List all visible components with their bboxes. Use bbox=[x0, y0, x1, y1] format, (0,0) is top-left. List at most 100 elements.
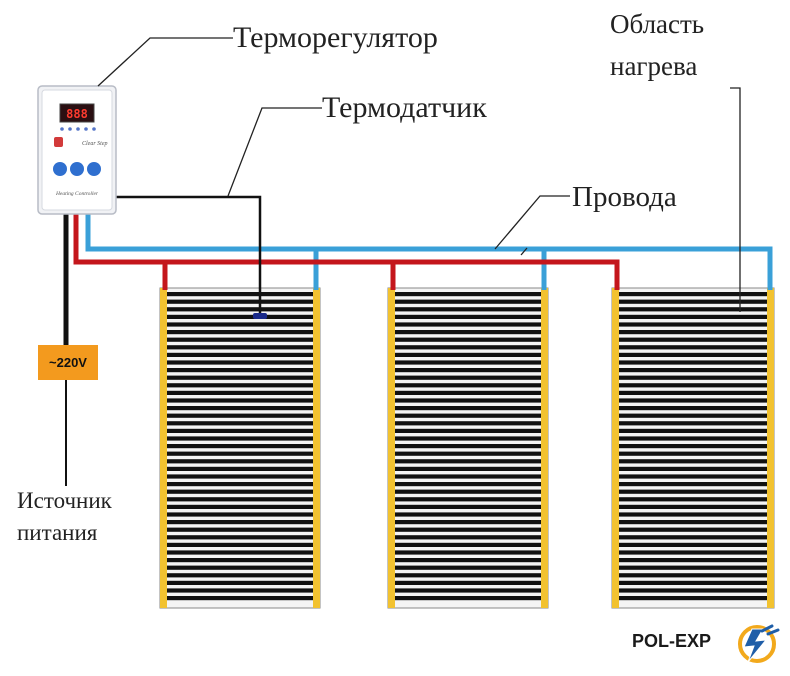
heating-stripe bbox=[167, 527, 313, 532]
heating-stripe bbox=[167, 504, 313, 509]
panel-1-right-busbar bbox=[313, 288, 320, 608]
heating-stripe bbox=[167, 421, 313, 426]
heating-stripe bbox=[619, 588, 767, 593]
heating-stripe bbox=[167, 558, 313, 563]
heating-stripe bbox=[395, 299, 541, 304]
heating-stripe bbox=[395, 573, 541, 578]
power-box bbox=[38, 345, 98, 380]
heating-stripe bbox=[395, 474, 541, 479]
svg-text:Heating Controller: Heating Controller bbox=[55, 191, 99, 197]
thermostat-button-3 bbox=[87, 162, 101, 176]
heating-stripe bbox=[395, 307, 541, 312]
heating-stripe bbox=[395, 390, 541, 395]
heating-stripe bbox=[619, 451, 767, 456]
heating-stripe bbox=[395, 345, 541, 350]
heating-stripe bbox=[395, 596, 541, 601]
heating-stripe bbox=[619, 466, 767, 471]
heating-stripes bbox=[619, 292, 767, 601]
heating-stripe bbox=[395, 588, 541, 593]
heating-stripe bbox=[395, 406, 541, 411]
heating-stripe bbox=[167, 307, 313, 312]
heating-area-label-line1: Область bbox=[610, 9, 704, 39]
power-source-label-line1: Источник bbox=[17, 488, 113, 513]
heating-stripe bbox=[167, 360, 313, 365]
heating-stripe bbox=[395, 314, 541, 319]
heating-stripe bbox=[167, 436, 313, 441]
heating-stripe bbox=[395, 436, 541, 441]
heating-stripe bbox=[395, 337, 541, 342]
panel-3-left-busbar bbox=[612, 288, 619, 608]
heating-stripe bbox=[619, 596, 767, 601]
heating-stripe bbox=[395, 527, 541, 532]
heating-stripe bbox=[167, 368, 313, 373]
heating-stripes bbox=[167, 292, 313, 601]
heating-stripe bbox=[619, 421, 767, 426]
heating-stripe bbox=[395, 535, 541, 540]
heating-stripe bbox=[619, 436, 767, 441]
heating-stripe bbox=[395, 459, 541, 464]
heating-panel-2 bbox=[387, 287, 549, 609]
heating-stripe bbox=[619, 307, 767, 312]
heating-stripe bbox=[167, 588, 313, 593]
heating-area-label-line2: нагрева bbox=[610, 51, 697, 81]
thermostat-button-1 bbox=[53, 162, 67, 176]
heating-stripe bbox=[619, 542, 767, 547]
heating-stripe bbox=[167, 565, 313, 570]
heating-stripe bbox=[167, 352, 313, 357]
heating-stripe bbox=[619, 520, 767, 525]
heating-stripe bbox=[167, 466, 313, 471]
heating-stripe bbox=[619, 428, 767, 433]
heating-stripe bbox=[619, 413, 767, 418]
logo-text: POL-EXP bbox=[632, 631, 711, 651]
heating-stripe bbox=[395, 497, 541, 502]
panel-3-right-busbar bbox=[767, 288, 774, 608]
heating-stripe bbox=[619, 375, 767, 380]
heating-stripe bbox=[167, 580, 313, 585]
heating-stripe bbox=[619, 497, 767, 502]
heating-stripe bbox=[167, 482, 313, 487]
heating-stripe bbox=[167, 406, 313, 411]
heating-stripe bbox=[167, 512, 313, 517]
heating-stripe bbox=[619, 573, 767, 578]
heating-stripe bbox=[395, 383, 541, 388]
heating-stripe bbox=[619, 580, 767, 585]
heating-stripe bbox=[619, 345, 767, 350]
heating-stripe bbox=[167, 413, 313, 418]
heating-stripe bbox=[167, 497, 313, 502]
heating-stripe bbox=[167, 596, 313, 601]
thermostat-device: 888 Clear Step Heating Controller bbox=[37, 85, 117, 215]
thermostat-button-2 bbox=[70, 162, 84, 176]
heating-stripe bbox=[395, 558, 541, 563]
heating-stripe bbox=[395, 421, 541, 426]
heating-stripe bbox=[619, 390, 767, 395]
sensor-label: Термодатчик bbox=[322, 91, 487, 124]
sensor-probe bbox=[253, 313, 267, 319]
heating-stripe bbox=[619, 292, 767, 297]
heating-stripe bbox=[167, 345, 313, 350]
heating-stripe bbox=[395, 482, 541, 487]
heating-stripe bbox=[619, 482, 767, 487]
heating-stripe bbox=[395, 375, 541, 380]
heating-stripe bbox=[619, 383, 767, 388]
heating-stripe bbox=[167, 474, 313, 479]
heating-stripe bbox=[167, 337, 313, 342]
heating-stripe bbox=[395, 550, 541, 555]
heating-stripe bbox=[167, 542, 313, 547]
svg-text:888: 888 bbox=[66, 107, 88, 121]
heating-stripe bbox=[167, 550, 313, 555]
heating-stripe bbox=[619, 474, 767, 479]
heating-stripe bbox=[167, 459, 313, 464]
panel-2-left-busbar bbox=[388, 288, 395, 608]
pol-exp-logo: POL-EXP bbox=[632, 624, 780, 663]
heating-stripe bbox=[619, 352, 767, 357]
thermostat-power-button bbox=[54, 137, 63, 147]
heating-stripe bbox=[395, 360, 541, 365]
panel-2-right-busbar bbox=[541, 288, 548, 608]
heating-stripe bbox=[619, 527, 767, 532]
heating-stripe bbox=[395, 413, 541, 418]
heating-stripe bbox=[395, 504, 541, 509]
heating-panel-1 bbox=[159, 287, 321, 609]
heating-stripe bbox=[167, 390, 313, 395]
heating-stripe bbox=[395, 542, 541, 547]
